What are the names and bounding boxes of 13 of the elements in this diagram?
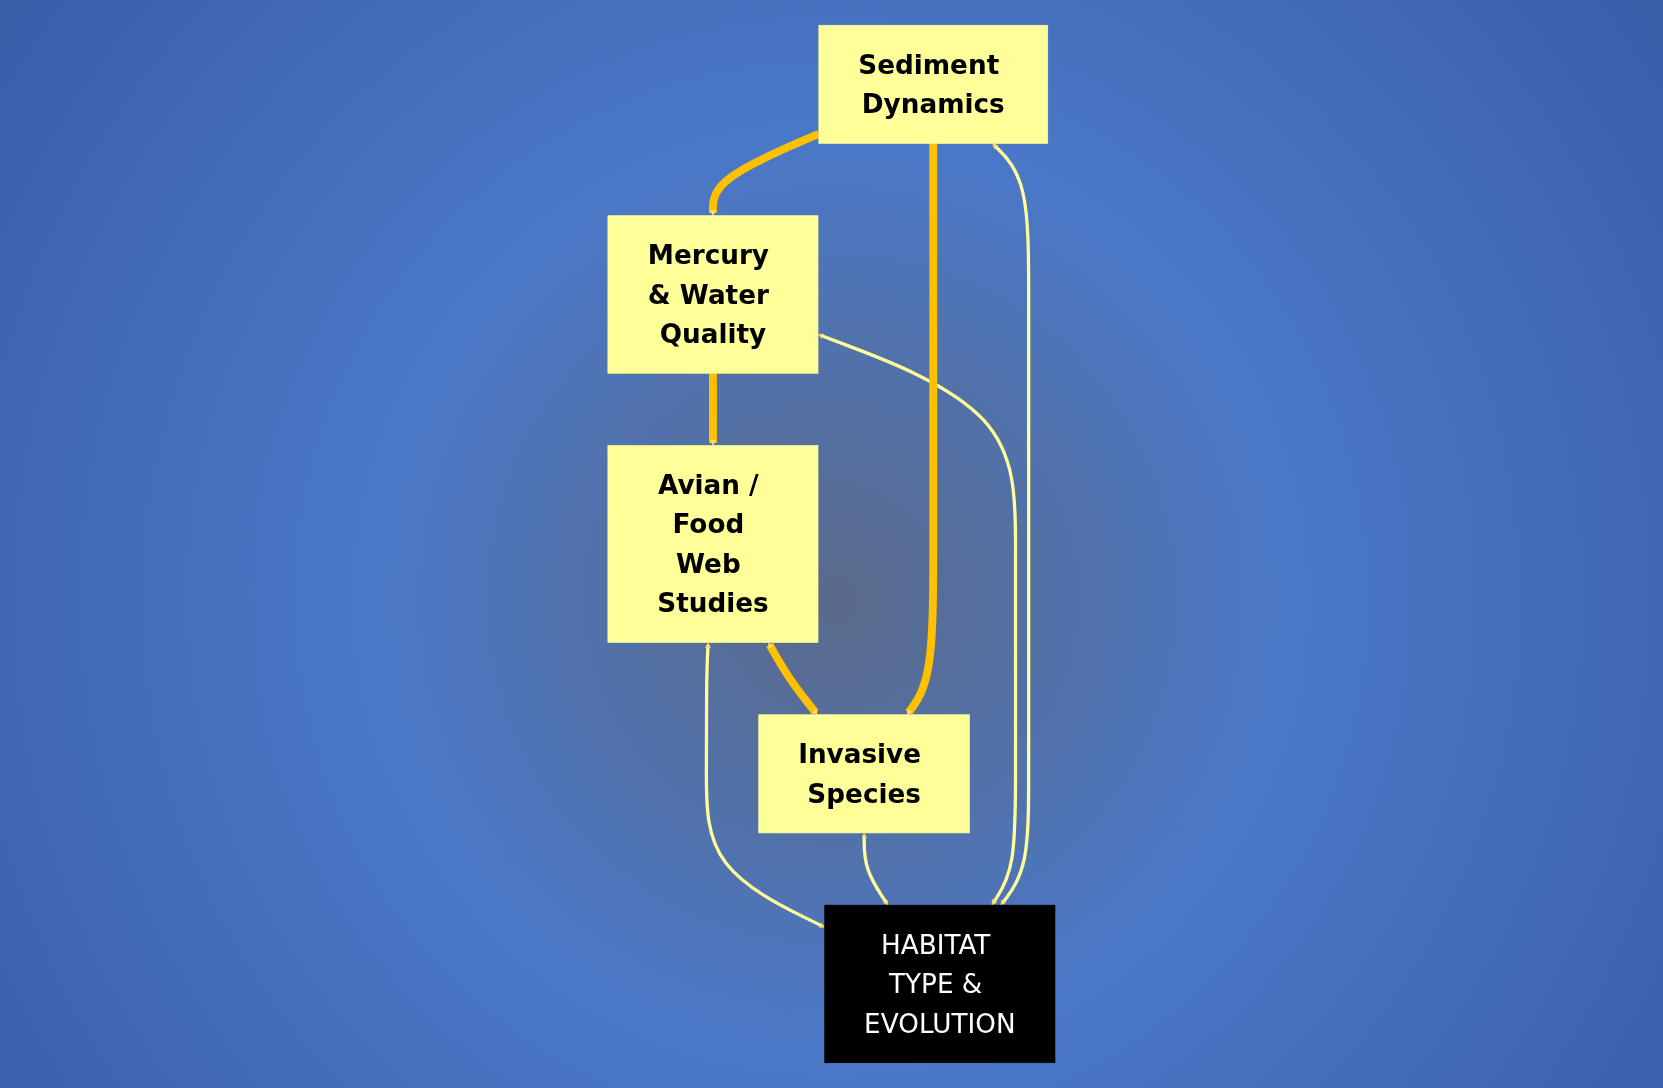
node-box: Avian / Food Web Studies xyxy=(607,445,819,643)
node-box: Invasive Species xyxy=(758,714,970,834)
arrow xyxy=(704,642,826,928)
arrow xyxy=(992,143,1031,906)
arrow xyxy=(818,333,1018,906)
arrow xyxy=(766,642,819,716)
node-box: Sediment Dynamics xyxy=(818,24,1049,144)
arrow xyxy=(861,832,889,906)
node-box: HABITAT TYPE & EVOLUTION xyxy=(824,904,1056,1064)
arrow xyxy=(709,130,821,216)
arrow xyxy=(709,373,717,446)
node-box: Mercury & Water Quality xyxy=(607,215,819,374)
arrow xyxy=(905,143,938,715)
